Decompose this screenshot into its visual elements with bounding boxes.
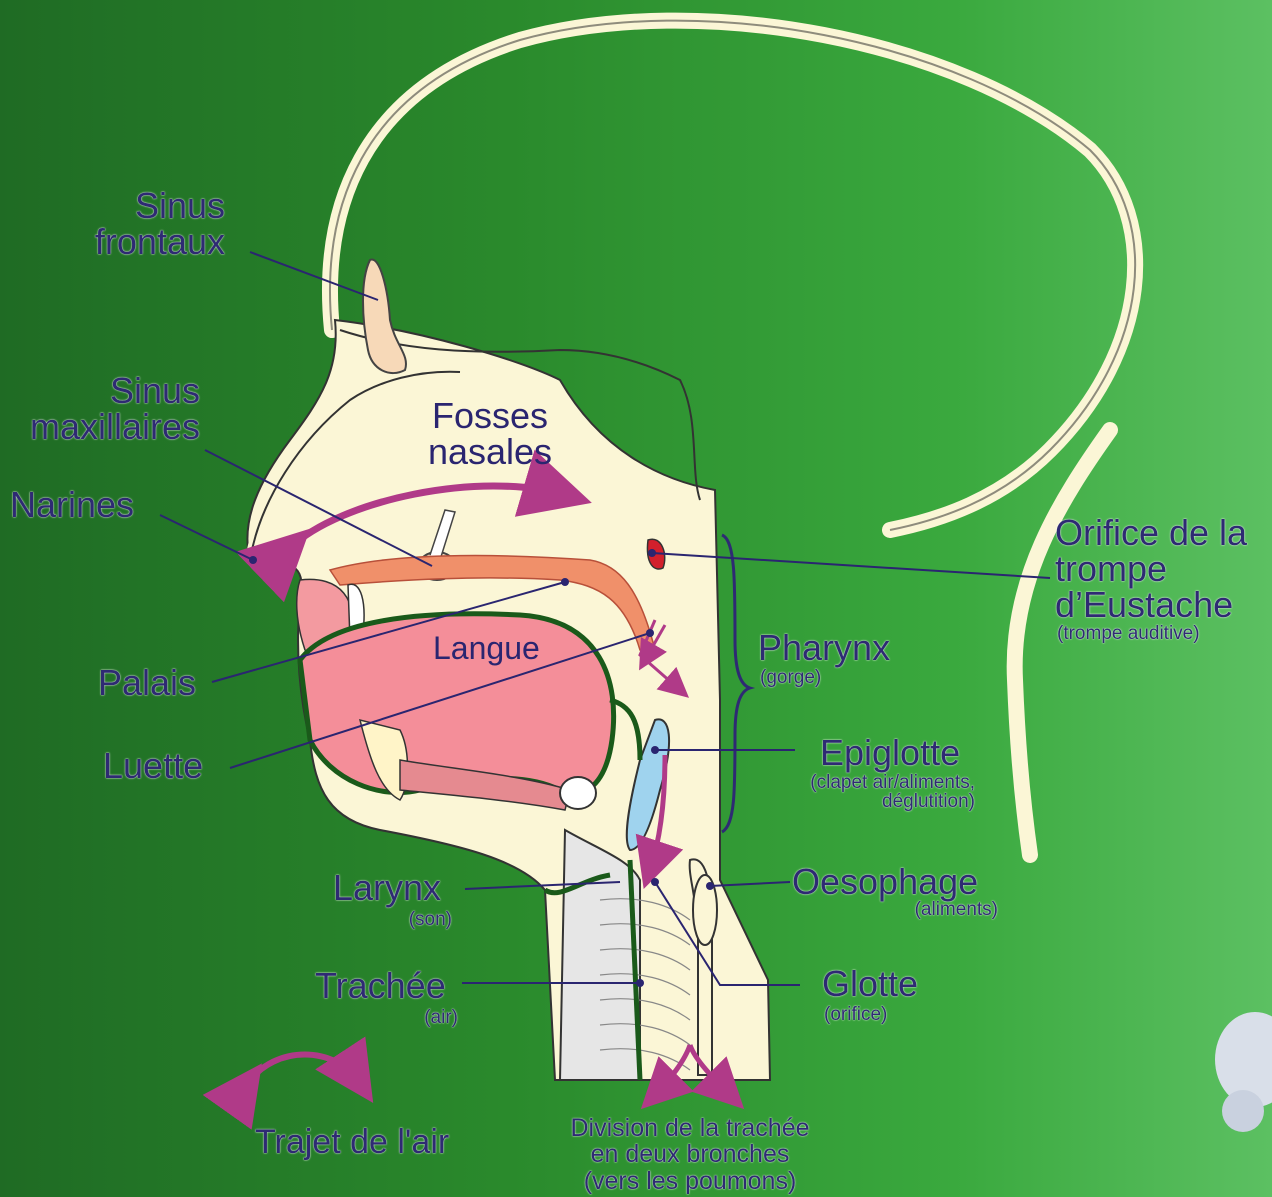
label-division-line3: (vers les poumons) — [525, 1168, 855, 1194]
label-division-trachee: Division de la trachée en deux bronches … — [525, 1115, 855, 1194]
label-palais: Palais — [98, 665, 196, 701]
label-orifice-line3: d’Eustache — [1055, 587, 1247, 623]
label-division-line2: en deux bronches — [525, 1141, 855, 1167]
label-oesophage: Oesophage — [792, 864, 978, 900]
label-epiglotte: Epiglotte — [820, 735, 960, 771]
pharynx-brace — [722, 535, 750, 832]
label-sinus-maxillaires: Sinus maxillaires — [5, 373, 200, 445]
label-langue: Langue — [433, 632, 540, 664]
label-sinus-frontaux-line1: Sinus — [60, 188, 225, 224]
label-pharynx: Pharynx — [758, 630, 890, 666]
label-fosses-nasales: Fosses nasales — [415, 398, 565, 470]
decorative-circle-small — [1222, 1090, 1264, 1132]
label-epiglotte-note-line2: déglutition) — [755, 792, 975, 811]
label-sinus-frontaux-line2: frontaux — [60, 224, 225, 260]
label-glotte: Glotte — [822, 966, 918, 1002]
label-fosses-nasales-line1: Fosses — [415, 398, 565, 434]
label-trachee: Trachée — [315, 968, 446, 1004]
label-larynx: Larynx — [333, 870, 441, 906]
label-oesophage-note: (aliments) — [860, 900, 998, 919]
label-fosses-nasales-line2: nasales — [415, 434, 565, 470]
label-sinus-maxillaires-line1: Sinus — [5, 373, 200, 409]
sinus-frontal-shape — [363, 260, 406, 374]
double-arrow-icon — [248, 1055, 360, 1084]
label-sinus-frontaux: Sinus frontaux — [60, 188, 225, 260]
label-sinus-maxillaires-line2: maxillaires — [5, 409, 200, 445]
label-orifice-note: (trompe auditive) — [1057, 624, 1200, 643]
label-trachee-note: (air) — [380, 1008, 458, 1027]
label-narines: Narines — [10, 487, 134, 523]
label-pharynx-note: (gorge) — [760, 668, 821, 687]
label-glotte-note: (orifice) — [824, 1005, 887, 1024]
label-division-line1: Division de la trachée — [525, 1115, 855, 1141]
label-orifice-trompe: Orifice de la trompe d’Eustache — [1055, 515, 1247, 623]
label-orifice-line2: trompe — [1055, 551, 1247, 587]
legend-trajet-air: Trajet de l'air — [255, 1125, 449, 1159]
leader-sinus-frontaux — [250, 252, 378, 300]
label-larynx-note: (son) — [370, 910, 452, 929]
label-luette: Luette — [103, 748, 203, 784]
leader-narines — [160, 515, 253, 560]
label-epiglotte-note-line1: (clapet air/aliments, — [755, 773, 975, 792]
label-orifice-line1: Orifice de la — [1055, 515, 1247, 551]
label-epiglotte-note: (clapet air/aliments, déglutition) — [755, 773, 975, 811]
